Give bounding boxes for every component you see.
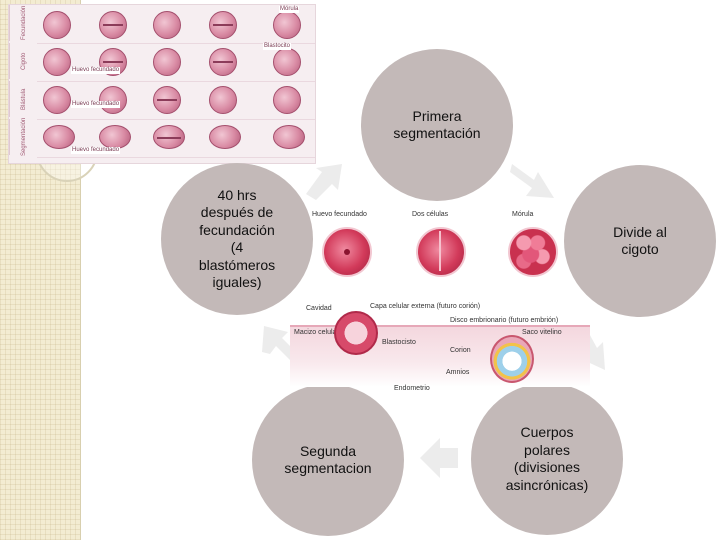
node-label: Divide al cigoto [613,223,667,258]
cycle-node-40-hrs: 40 hrs después de fecundación (4 blastóm… [161,163,313,315]
illustration-label: Endometrio [394,385,430,392]
embryo-cell [273,125,305,149]
embryo-cell [153,86,181,114]
stage-label: Mórula [279,6,300,13]
stage-row-label: Fecundación [9,5,38,41]
node-label: 40 hrs después de fecundación (4 blastóm… [198,186,276,291]
embryo-cell [43,125,75,149]
cycle-arrow-bottom-to-bottom [420,438,458,478]
embryo-cell [273,86,301,114]
embryo-cell [209,86,237,114]
embryo-cell [99,125,131,149]
two-cell-embryo [416,227,466,277]
node-label: Segunda segmentacion [284,442,372,477]
cycle-arrow-left-to-top [306,164,342,200]
embryo-cell [209,125,241,149]
embryo-cell [209,11,237,39]
illustration-label: Capa celular externa (futuro corión) [370,303,481,310]
embryo-cell [273,11,301,39]
embryo-cell [43,48,71,76]
division-line [439,231,441,271]
embryo-cell [273,48,301,76]
embryo-cell [153,48,181,76]
stage-label: Huevo fecundado [71,101,121,108]
stage-row-label: Cigoto [9,43,38,79]
cycle-node-cuerpos-polares: Cuerpos polares (divisiones asincrónicas… [471,383,623,535]
illustration-label: Amnios [446,369,470,376]
stage-label: Huevo fecundado [71,67,121,74]
illustration-label: Macizo celular [294,329,339,336]
embryo-cell [209,48,237,76]
illustration-label: Disco embrionario (futuro embrión) [450,317,559,324]
fertilization-illustration: Huevo fecundado Dos células Mórula Cavid… [290,205,590,405]
illustration-label: Saco vitelino [522,329,562,336]
implanted-embryo [490,335,534,383]
illustration-label: Huevo fecundado [312,211,367,218]
node-label: Primera segmentación [393,107,481,142]
illustration-label: Cavidad [306,305,332,312]
embryo-stages-image: Fecundación Cigoto Blástula Segmentación… [8,4,316,164]
cycle-arrow-top-to-right [510,164,554,198]
morula-cell [508,227,558,277]
cycle-node-segunda-segmentacion: Segunda segmentacion [252,384,404,536]
fertilized-egg [322,227,372,277]
node-label: Cuerpos polares (divisiones asincrónicas… [505,424,589,493]
embryo-cell [99,86,127,114]
embryo-cell [153,125,185,149]
stage-row-label: Segmentación [9,118,38,156]
stage-row: Huevo fecundado [37,81,315,120]
blastocyst-cell [334,311,378,355]
illustration-label: Mórula [512,211,534,218]
egg-nucleus [344,249,350,255]
illustration-label: Corion [450,347,471,354]
embryo-cell [43,11,71,39]
cycle-node-primera-segmentacion: Primera segmentación [361,49,513,201]
cycle-node-divide-cigoto: Divide al cigoto [564,165,716,317]
illustration-label: Blastocisto [382,339,416,346]
stage-row: Huevo fecundado Blastocito [37,43,315,82]
embryo-cell [153,11,181,39]
stage-row-label: Blástula [9,81,38,117]
illustration-label: Dos células [412,211,449,218]
stage-label: Huevo fecundado [71,147,121,154]
stage-row: Mórula [37,5,315,44]
embryo-cell [99,11,127,39]
stage-label: Blastocito [263,43,292,50]
stage-row: Huevo fecundado [37,119,315,158]
embryo-cell [43,86,71,114]
